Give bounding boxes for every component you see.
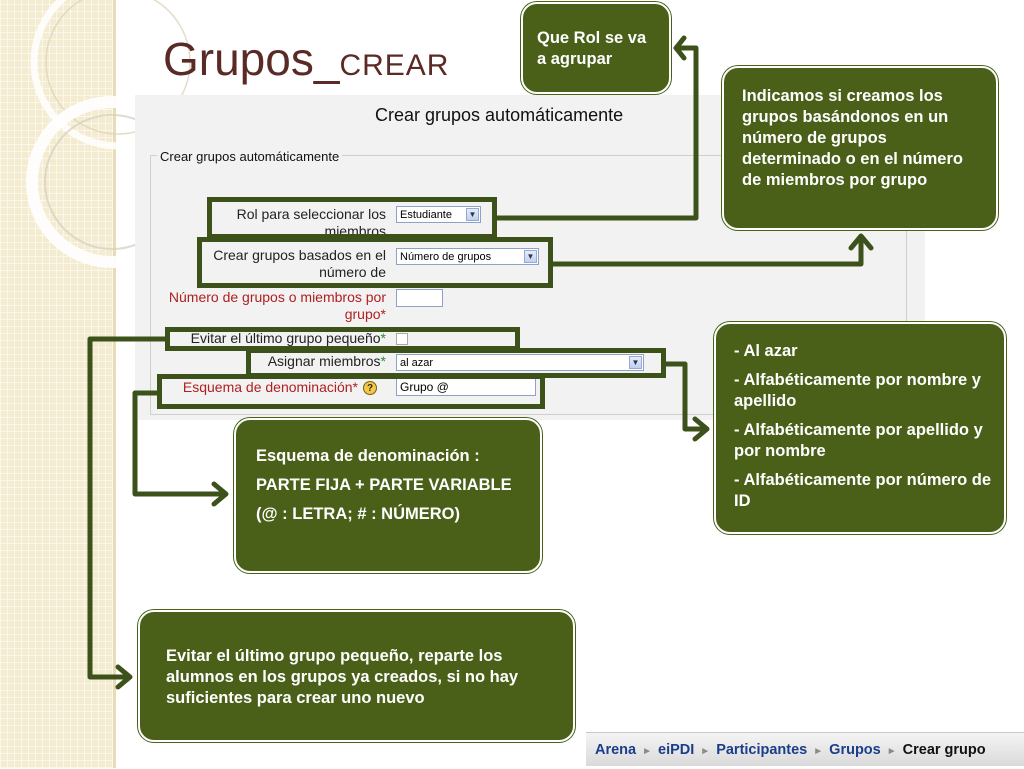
based-select[interactable]: Número de grupos ▼ [396, 248, 539, 265]
chevron-down-icon: ▼ [629, 356, 642, 369]
slide-title-main: Grupos_ [163, 33, 340, 85]
breadcrumb-link-participantes[interactable]: Participantes [716, 742, 808, 758]
breadcrumb-link-grupos[interactable]: Grupos [829, 742, 881, 758]
based-select-value: Número de grupos [400, 251, 492, 263]
breadcrumb-separator-icon: ► [700, 746, 711, 757]
avoid-label: Evitar el último grupo pequeño* [168, 330, 386, 347]
chevron-down-icon: ▼ [524, 250, 537, 263]
breadcrumb-separator-icon: ► [813, 746, 824, 757]
callout-avoid: Evitar el último grupo pequeño, reparte … [138, 610, 575, 742]
required-mark: * [380, 306, 386, 322]
callout-assign-item: - Alfabéticamente por número de ID [734, 471, 992, 510]
avoid-checkbox[interactable] [396, 333, 408, 345]
callout-avoid-text: Evitar el último grupo pequeño, reparte … [166, 647, 519, 707]
breadcrumb-separator-icon: ► [886, 746, 897, 757]
assign-label-text: Asignar miembros [267, 353, 381, 369]
chevron-down-icon: ▼ [466, 208, 479, 221]
breadcrumb: Arena ► eiPDI ► Participantes ► Grupos ► Crear g… [586, 732, 1024, 766]
callout-based: Indicamos si creamos los grupos basándon… [722, 66, 998, 230]
assign-select-value: al azar [400, 357, 434, 369]
avoid-label-text: Evitar el último grupo pequeño [190, 330, 381, 346]
form-heading: Crear grupos automáticamente [375, 105, 624, 125]
highlight-naming [157, 374, 545, 409]
number-input[interactable] [396, 289, 443, 307]
fieldset-legend: Crear grupos automáticamente [157, 149, 343, 164]
assign-label: Asignar miembros* [200, 353, 386, 370]
callout-assign: - Al azar - Alfabéticamente por nombre y… [714, 322, 1006, 534]
callout-assign-item: - Alfabéticamente por nombre y apellido [734, 371, 981, 410]
based-label: Crear grupos basados en el número de [213, 247, 386, 280]
breadcrumb-link-eipdi[interactable]: eiPDI [658, 742, 695, 758]
required-mark: * [352, 379, 358, 395]
highlight-based [197, 237, 553, 288]
breadcrumb-link-arena[interactable]: Arena [595, 742, 637, 758]
role-select[interactable]: Estudiante ▼ [396, 206, 481, 223]
role-select-value: Estudiante [400, 209, 452, 221]
breadcrumb-current: Crear grupo [902, 742, 986, 758]
number-label-text: Número de grupos o miembros por grupo [168, 289, 386, 322]
callout-based-text: Indicamos si creamos los grupos basándon… [742, 87, 963, 189]
highlight-role [207, 197, 497, 239]
callout-assign-item: - Alfabéticamente por apellido y por nom… [734, 421, 983, 460]
slide-sidebar-pattern [0, 0, 116, 768]
callout-naming-line2: (@ : LETRA; # : NÚMERO) [256, 505, 460, 523]
callout-rol-text: Que Rol se va a agrupar [537, 29, 647, 68]
callout-assign-item: - Al azar [734, 342, 798, 360]
callout-rol: Que Rol se va a agrupar [521, 2, 671, 94]
callout-naming: Esquema de denominación : PARTE FIJA + P… [234, 418, 542, 573]
number-label: Número de grupos o miembros por grupo* [166, 289, 386, 323]
slide-title-sub: CREAR [339, 49, 450, 82]
help-icon[interactable]: ? [363, 381, 377, 395]
breadcrumb-separator-icon: ► [642, 746, 653, 757]
slide-title: Grupos_CREAR [163, 32, 449, 86]
callout-naming-title: Esquema de denominación : [256, 447, 480, 465]
callout-naming-line1: PARTE FIJA + PARTE VARIABLE [256, 476, 512, 494]
optional-mark: * [380, 353, 386, 369]
assign-select[interactable]: al azar ▼ [396, 354, 644, 371]
optional-mark: * [380, 330, 386, 346]
